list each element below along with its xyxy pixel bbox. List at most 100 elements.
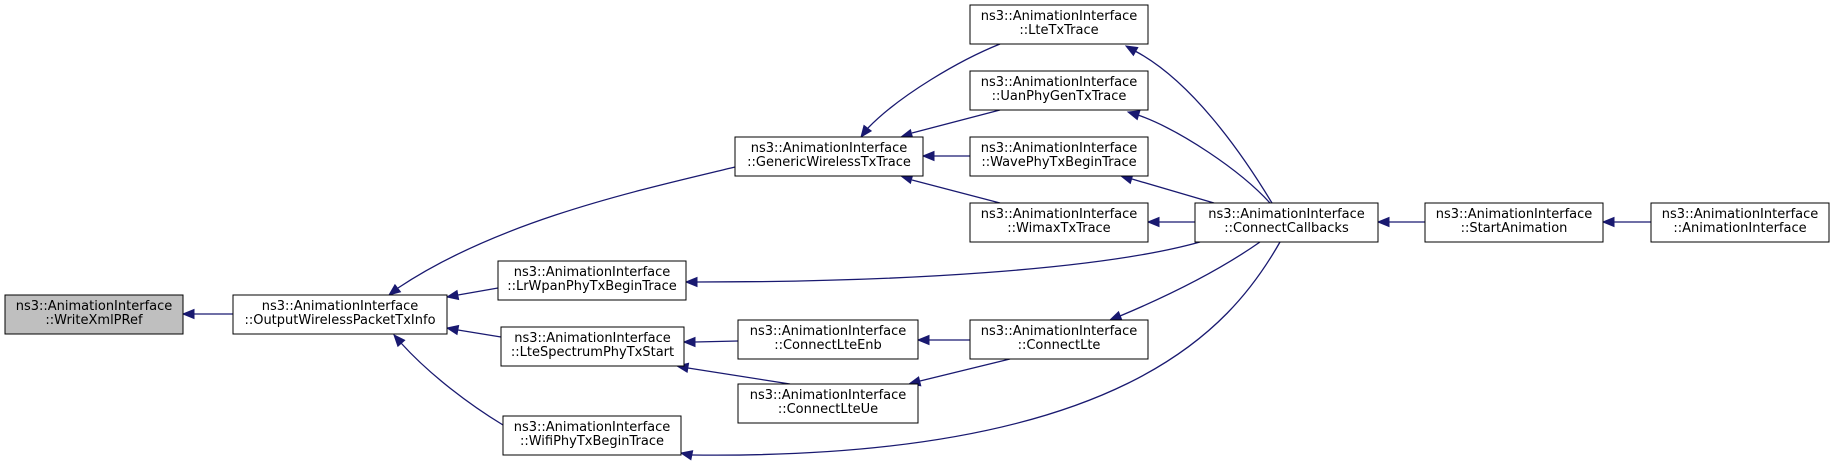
edge-line [457,329,502,338]
edge-line [1137,114,1271,204]
node-method-label: ::StartAnimation [1461,221,1568,236]
node-method-label: ::LteTxTrace [1019,23,1098,38]
arrowhead-icon [445,324,460,336]
node-ltetxtrace[interactable]: ns3::AnimationInterface::LteTxTrace [969,4,1149,45]
node-namespace-label: ns3::AnimationInterface [751,141,908,156]
edge-connectlteenb-to-ltespectrumphytxstart [682,336,739,348]
edge-ltespectrumphytxstart-to-outputwirelesspackettxinfo [445,324,502,338]
node-box [969,4,1149,45]
edge-line [911,179,1001,204]
node-box [1424,202,1604,243]
node-box [737,383,919,424]
edge-wimaxtxtrace-to-genericwirelesstxtrace [899,173,1001,204]
node-box [734,136,924,177]
node-namespace-label: ns3::AnimationInterface [514,420,671,435]
edge-uanphygentxtrace-to-genericwirelesstxtrace [899,109,1001,140]
edge-line [694,340,739,343]
edge-line [397,166,736,289]
node-animationinterface[interactable]: ns3::AnimationInterface::AnimationInterf… [1650,202,1830,243]
arrowhead-icon [1108,310,1123,321]
node-method-label: ::AnimationInterface [1673,221,1806,236]
node-namespace-label: ns3::AnimationInterface [981,141,1138,156]
node-namespace-label: ns3::AnimationInterface [16,299,173,314]
edge-connectcallbacks-to-ltetxtrace [1124,45,1273,204]
node-method-label: ::OutputWirelessPacketTxInfo [244,313,435,328]
node-genericwirelesstxtrace[interactable]: ns3::AnimationInterface::GenericWireless… [734,136,924,177]
edge-wavephytxbegintrace-to-genericwirelesstxtrace [921,150,970,162]
arrowhead-icon [387,283,402,296]
edge-line [911,109,1001,134]
node-namespace-label: ns3::AnimationInterface [1208,207,1365,222]
edge-ltetxtrace-to-genericwirelesstxtrace [860,43,1001,139]
edge-line [919,358,1011,382]
edges-layer [181,43,1651,461]
arrowhead-icon [1146,216,1160,228]
node-ltespectrumphytxstart[interactable]: ns3::AnimationInterface::LteSpectrumPhyT… [500,326,685,367]
node-outputwirelesspackettxinfo[interactable]: ns3::AnimationInterface::OutputWirelessP… [232,294,448,335]
node-wimaxtxtrace[interactable]: ns3::AnimationInterface::WimaxTxTrace [969,202,1149,243]
node-box [1650,202,1830,243]
node-namespace-label: ns3::AnimationInterface [981,75,1138,90]
node-method-label: ::ConnectLte [1018,338,1101,353]
arrowhead-icon [684,276,698,288]
node-connectcallbacks[interactable]: ns3::AnimationInterface::ConnectCallback… [1194,202,1379,243]
edge-connectlteue-to-ltespectrumphytxstart [675,362,791,385]
node-method-label: ::ConnectCallbacks [1224,221,1349,236]
node-box [969,70,1149,111]
node-lrwpanphytxbegintrace[interactable]: ns3::AnimationInterface::LrWpanPhyTxBegi… [497,260,687,301]
node-startanimation[interactable]: ns3::AnimationInterface::StartAnimation [1424,202,1604,243]
nodes-layer: ns3::AnimationInterface::WriteXmlPRefns3… [4,4,1830,456]
edge-connectcallbacks-to-wavephytxbegintrace [1119,174,1215,204]
edge-line [691,241,1281,456]
node-box [4,294,184,335]
arrowhead-icon [679,450,694,461]
node-writexmlpref[interactable]: ns3::AnimationInterface::WriteXmlPRef [4,294,184,335]
arrowhead-icon [1376,216,1390,228]
arrowhead-icon [1124,45,1139,57]
node-namespace-label: ns3::AnimationInterface [514,265,671,280]
node-box [969,136,1149,177]
edge-line [1131,178,1215,204]
node-box [969,319,1149,360]
arrowhead-icon [682,336,696,348]
node-uanphygentxtrace[interactable]: ns3::AnimationInterface::UanPhyGenTxTrac… [969,70,1149,111]
edge-connectcallbacks-to-wimaxtxtrace [1146,216,1195,228]
edge-connectcallbacks-to-uanphygentxtrace [1126,110,1271,204]
edge-line [400,342,504,426]
edge-wifiphytxbegintrace-to-outputwirelesspackettxinfo [393,334,504,426]
edge-startanimation-to-connectcallbacks [1376,216,1425,228]
arrowhead-icon [181,308,195,320]
arrowhead-icon [1126,110,1141,121]
edge-connectcallbacks-to-wifiphytxbegintrace [679,241,1281,461]
edge-line [867,43,1001,129]
edge-connectcallbacks-to-lrwpanphytxbegintrace [684,241,1201,288]
node-box [502,415,682,456]
node-wavephytxbegintrace[interactable]: ns3::AnimationInterface::WavePhyTxBeginT… [969,136,1149,177]
node-method-label: ::WriteXmlPRef [45,313,143,328]
node-wifiphytxbegintrace[interactable]: ns3::AnimationInterface::WifiPhyTxBeginT… [502,415,682,456]
node-method-label: ::LrWpanPhyTxBeginTrace [507,279,677,294]
edge-line [1119,241,1261,317]
edge-lrwpanphytxbegintrace-to-outputwirelesspackettxinfo [445,287,499,301]
node-connectlteue[interactable]: ns3::AnimationInterface::ConnectLteUe [737,383,919,424]
edge-animationinterface-to-startanimation [1601,216,1651,228]
arrowhead-icon [921,150,935,162]
node-method-label: ::ConnectLteUe [778,402,878,417]
node-box [500,326,685,367]
node-connectlte[interactable]: ns3::AnimationInterface::ConnectLte [969,319,1149,360]
node-box [737,319,919,360]
node-method-label: ::UanPhyGenTxTrace [992,89,1127,104]
node-box [1194,202,1379,243]
node-connectlteenb[interactable]: ns3::AnimationInterface::ConnectLteEnb [737,319,919,360]
node-box [497,260,687,301]
edge-line [687,367,791,385]
node-box [969,202,1149,243]
node-namespace-label: ns3::AnimationInterface [981,9,1138,24]
node-method-label: ::GenericWirelessTxTrace [747,155,911,170]
node-namespace-label: ns3::AnimationInterface [1436,207,1593,222]
edge-genericwirelesstxtrace-to-outputwirelesspackettxinfo [387,166,736,296]
arrowhead-icon [445,289,460,301]
arrowhead-icon [916,334,930,346]
edge-line [1134,50,1273,204]
